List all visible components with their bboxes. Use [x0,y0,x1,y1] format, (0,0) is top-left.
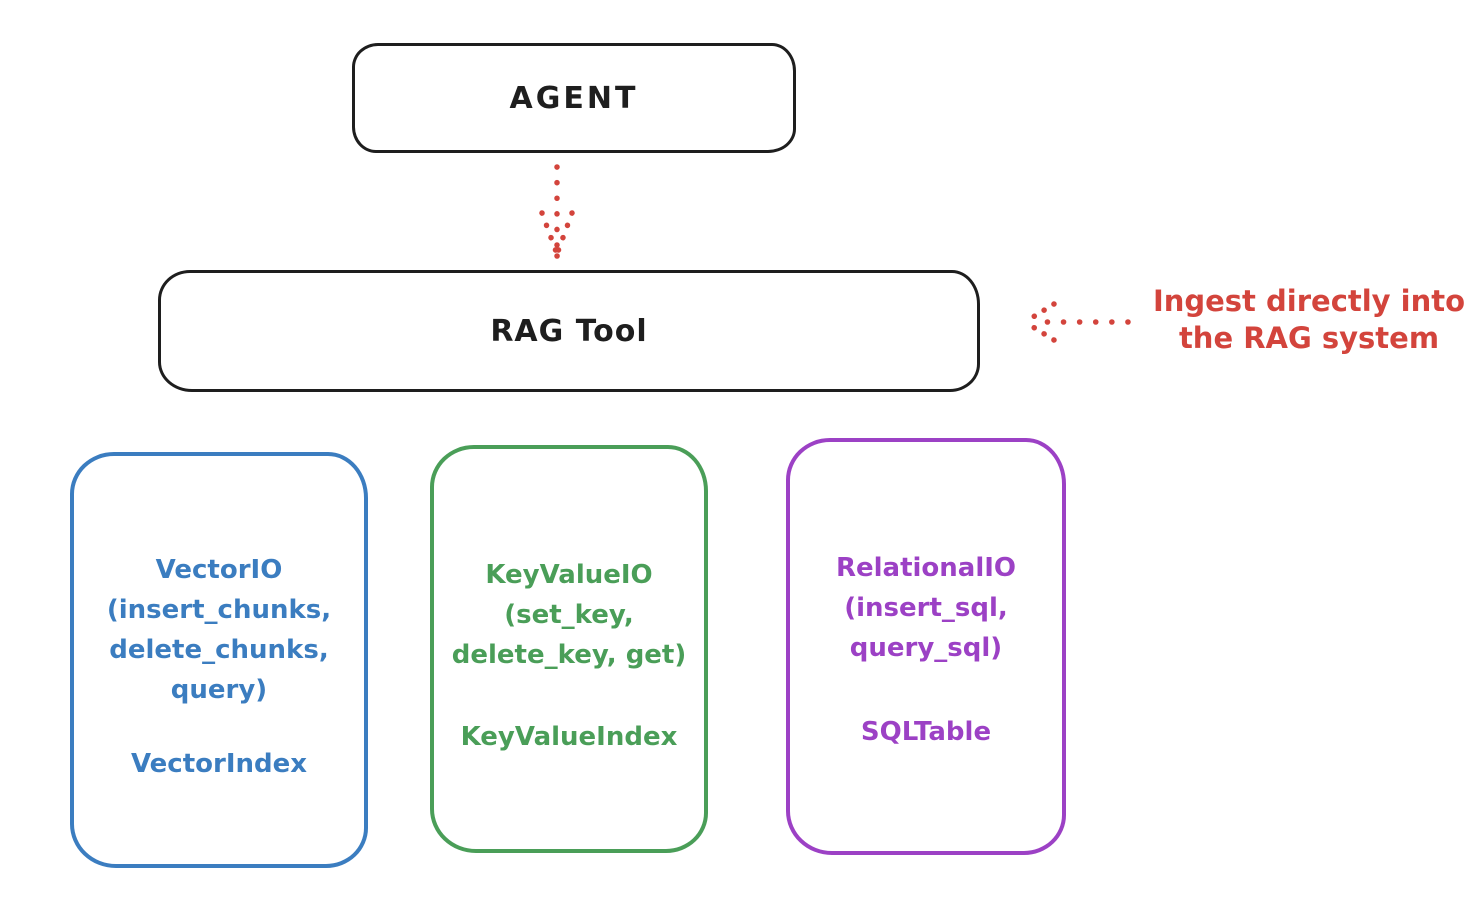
rag-tool-node: RAG Tool [158,270,980,392]
vector-io-methods-line3: query) [170,675,268,705]
keyvalue-io-methods-line1: (set_key, [504,600,634,630]
ingest-annotation-line2: the RAG system [1178,321,1440,355]
keyvalue-io-methods-line2: delete_key, get) [451,640,687,670]
relational-io-methods-line1: (insert_sql, [844,593,1008,623]
agent-node-label: AGENT [509,80,639,116]
agent-node: AGENT [352,43,796,153]
relational-io-methods-line2: query_sql) [849,633,1003,663]
agent-to-rag-arrow-icon [539,164,575,259]
relational-io-title: RelationalIO [835,553,1017,583]
vector-io-title: VectorIO [155,555,283,585]
ingest-annotation: Ingest directly into the RAG system [1126,283,1484,357]
vector-io-methods-line1: (insert_chunks, [106,595,332,625]
relational-io-node: RelationalIO (insert_sql, query_sql) SQL… [786,438,1066,855]
ingest-arrow-icon [1022,301,1131,343]
ingest-annotation-line1: Ingest directly into [1152,284,1466,318]
keyvalue-io-node: KeyValueIO (set_key, delete_key, get) Ke… [430,445,708,853]
rag-tool-node-label: RAG Tool [490,313,648,349]
vector-io-methods-line2: delete_chunks, [109,635,329,665]
vector-io-node: VectorIO (insert_chunks, delete_chunks, … [70,452,368,868]
sql-table-label: SQLTable [860,717,992,747]
keyvalue-io-title: KeyValueIO [485,560,653,590]
keyvalue-index-label: KeyValueIndex [460,722,678,752]
vector-index-label: VectorIndex [130,749,308,779]
